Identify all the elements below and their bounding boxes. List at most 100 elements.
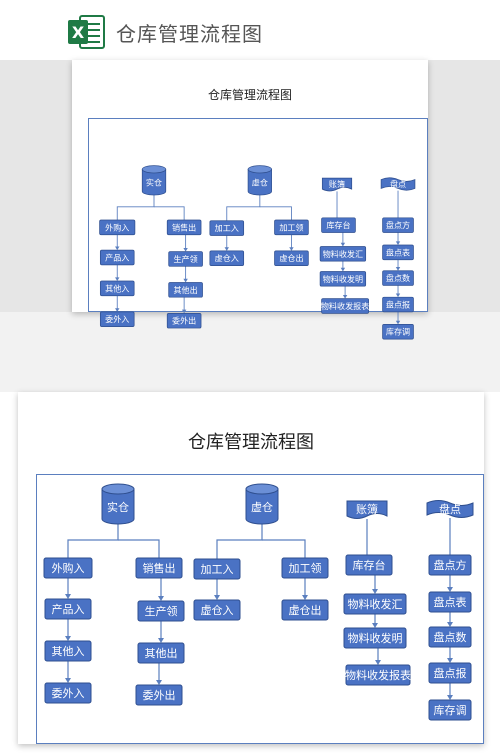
small-node-shi-cang: 实仓 — [141, 165, 167, 196]
large-node-pan-dian-bao: 盘点报 — [428, 662, 472, 684]
diagram-frame-small — [88, 118, 428, 312]
flowchart-small: 实仓虚仓账簿盘点外购入产品入其他入委外入销售出生产领其他出委外出加工入虚仓入加工… — [99, 165, 416, 340]
large-node-shi-cang-label: 实仓 — [107, 500, 129, 514]
app-header: X 仓库管理流程图 — [0, 0, 500, 60]
small-node-zhang-bu-label: 账簿 — [329, 179, 345, 189]
large-node-qi-ta-chu: 其他出 — [137, 642, 185, 664]
large-arrow-head — [447, 658, 453, 663]
small-node-ku-cun-tai: 库存台 — [321, 217, 356, 233]
large-node-pan-dian-label: 盘点 — [439, 502, 461, 516]
sheet-preview-large: 仓库管理流程图 实仓虚仓账簿盘点外购入产品入其他入委外入销售出生产领其他出委外出… — [18, 392, 484, 744]
large-arrow-head — [158, 596, 164, 601]
small-node-wu-liao-shou-fa-ming: 物料收发明 — [319, 271, 367, 287]
large-node-chan-pin-ru: 产品入 — [44, 598, 92, 620]
small-arrow-head — [115, 308, 120, 312]
sheet-preview-small: 仓库管理流程图 实仓虚仓账簿盘点外购入产品入其他入委外入销售出生产领其他出委外出… — [72, 60, 428, 340]
small-node-pan-dian-fang-label: 盘点方 — [386, 220, 410, 230]
large-node-pan-dian-bao-label: 盘点报 — [434, 666, 467, 680]
small-node-chan-pin-ru: 产品入 — [99, 249, 135, 266]
large-node-shi-cang: 实仓 — [101, 483, 135, 525]
large-node-pan-dian-biao: 盘点表 — [428, 591, 472, 613]
large-node-pan-dian-shu: 盘点数 — [428, 626, 472, 648]
small-node-pan-dian-bao: 盘点报 — [382, 296, 414, 313]
large-node-pan-dian-shu-label: 盘点数 — [434, 630, 467, 644]
large-node-pan-dian-fang-label: 盘点方 — [434, 558, 467, 572]
large-arrow-head — [447, 587, 453, 592]
small-node-xu-cang: 虚仓 — [247, 165, 272, 196]
small-node-sheng-chan-ling-label: 生产领 — [173, 254, 197, 264]
small-node-xu-cang-ru-label: 虚仓入 — [215, 253, 239, 263]
large-arrow-head — [156, 680, 162, 685]
small-node-pan-dian-bao-label: 盘点报 — [386, 299, 410, 309]
small-node-wu-liao-shou-fa-bao-biao: 物料收发报表 — [321, 298, 369, 314]
small-node-jia-gong-ling-label: 加工领 — [279, 222, 303, 232]
sheet-title-small: 仓库管理流程图 — [207, 88, 292, 102]
small-node-qi-ta-chu: 其他出 — [168, 282, 203, 298]
large-node-jia-gong-ling: 加工领 — [281, 557, 329, 579]
diagram-frame-large — [36, 474, 484, 744]
small-node-xu-cang-ru: 虚仓入 — [209, 250, 245, 266]
small-arrow-head — [289, 247, 294, 251]
large-node-sheng-chan-ling: 生产领 — [137, 600, 185, 622]
small-node-pan-dian-shu: 盘点数 — [382, 270, 414, 286]
large-connector — [67, 524, 119, 558]
small-node-ku-cun-tiao-label: 库存调 — [386, 327, 410, 337]
large-node-pan-dian-biao-label: 盘点表 — [434, 595, 467, 609]
large-node-ku-cun-tiao: 库存调 — [428, 699, 472, 721]
small-node-wei-wai-ru: 委外入 — [99, 311, 135, 327]
small-node-xu-cang-chu: 虚仓出 — [274, 250, 309, 266]
small-connector — [259, 206, 292, 221]
flowchart-large: 实仓虚仓账簿盘点外购入产品入其他入委外入销售出生产领其他出委外出加工入虚仓入加工… — [43, 483, 474, 721]
small-arrow-head — [395, 293, 401, 298]
small-node-qi-ta-ru: 其他入 — [99, 280, 135, 297]
small-node-wu-liao-shou-fa-hui: 物料收发汇 — [319, 246, 367, 262]
large-arrow-head — [65, 594, 71, 599]
small-node-jia-gong-ru-label: 加工入 — [215, 223, 239, 233]
large-node-wu-liao-shou-fa-ming: 物料收发明 — [343, 627, 407, 649]
sheet-title-large: 仓库管理流程图 — [188, 432, 314, 453]
small-arrow-head — [340, 267, 346, 272]
small-arrow-head — [115, 246, 120, 251]
small-arrow-head — [340, 242, 346, 247]
small-arrow-head — [224, 247, 229, 251]
large-arrow-head — [302, 595, 308, 600]
small-node-wai-gou-ru-label: 外购入 — [105, 222, 129, 232]
small-node-pan-dian-label: 盘点 — [390, 179, 406, 189]
large-arrow-head — [65, 678, 71, 683]
small-node-sheng-chan-ling: 生产领 — [168, 251, 203, 267]
large-arrow-head — [65, 636, 71, 641]
small-node-jia-gong-ru: 加工入 — [209, 220, 245, 236]
large-node-pan-dian-fang: 盘点方 — [428, 554, 472, 576]
large-node-wei-wai-chu: 委外出 — [135, 684, 183, 706]
small-arrow-head — [183, 278, 188, 283]
small-node-pan-dian-biao: 盘点表 — [382, 244, 414, 261]
large-node-wai-gou-ru: 外购入 — [43, 557, 93, 579]
small-node-qi-ta-ru-label: 其他入 — [105, 283, 129, 293]
small-node-qi-ta-chu-label: 其他出 — [173, 285, 197, 295]
large-node-xu-cang-chu-label: 虚仓出 — [289, 603, 322, 617]
large-node-xiao-shou-chu: 销售出 — [135, 557, 183, 579]
large-node-xu-cang-chu: 虚仓出 — [281, 599, 329, 621]
large-connector — [118, 539, 160, 558]
large-node-zhang-bu: 账簿 — [346, 500, 388, 519]
large-node-wei-wai-chu-label: 委外出 — [143, 688, 176, 702]
small-node-xiao-shou-chu-label: 销售出 — [172, 222, 196, 232]
small-node-wei-wai-ru-label: 委外入 — [105, 314, 129, 324]
small-node-xu-cang-label: 虚仓 — [252, 177, 268, 187]
small-connector — [116, 195, 155, 221]
small-node-pan-dian-shu-label: 盘点数 — [386, 273, 410, 283]
small-node-chan-pin-ru-label: 产品入 — [105, 252, 129, 262]
large-node-ku-cun-tai: 库存台 — [345, 554, 393, 576]
large-node-jia-gong-ling-label: 加工领 — [289, 562, 322, 575]
large-node-sheng-chan-ling-label: 生产领 — [145, 604, 178, 618]
small-node-wu-liao-shou-fa-ming-label: 物料收发明 — [323, 274, 363, 284]
small-arrow-head — [395, 241, 401, 245]
small-node-pan-dian-biao-label: 盘点表 — [386, 247, 410, 257]
app-title: 仓库管理流程图 — [116, 22, 263, 46]
large-arrow-head — [447, 622, 453, 627]
large-node-wu-liao-shou-fa-bao-biao-label: 物料收发报表 — [345, 668, 411, 682]
small-node-shi-cang-label: 实仓 — [146, 177, 162, 187]
excel-icon-letter: X — [72, 23, 85, 42]
large-arrow-head — [447, 695, 453, 700]
large-node-xu-cang-label: 虚仓 — [251, 500, 273, 514]
